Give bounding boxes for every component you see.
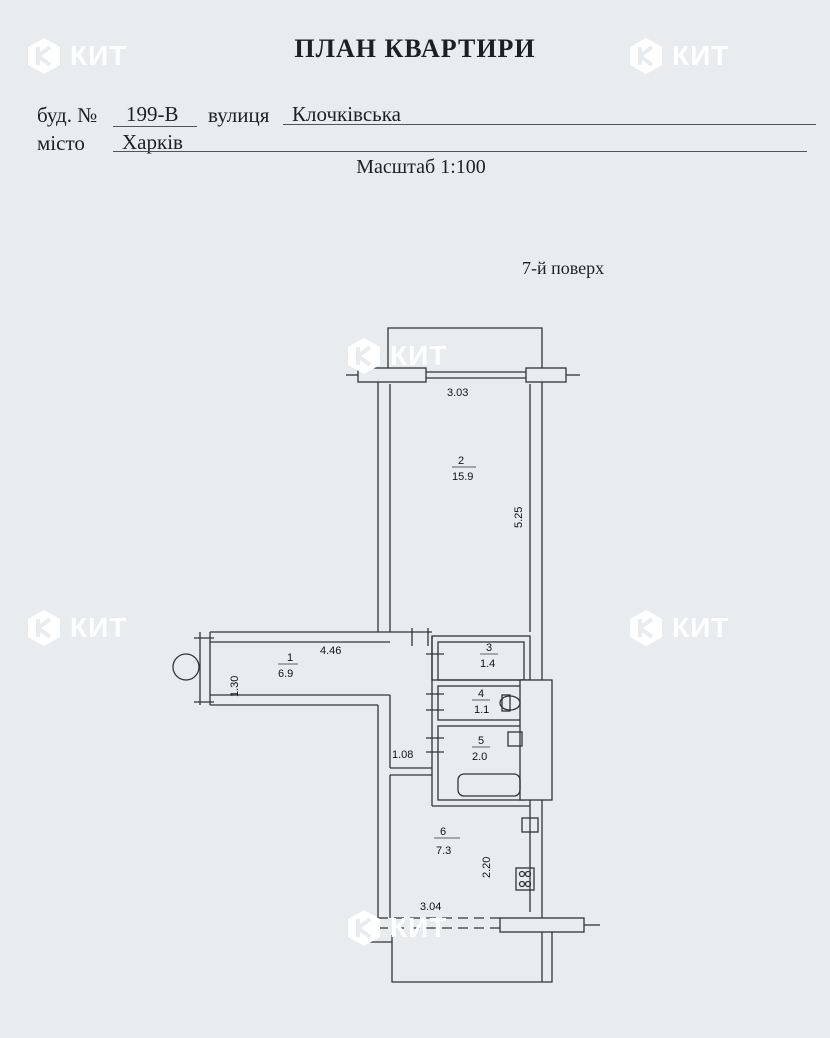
street-underline [283, 124, 816, 125]
kit-logo-icon [28, 38, 60, 74]
svg-text:3: 3 [486, 642, 492, 654]
svg-text:6.9: 6.9 [278, 668, 293, 680]
watermark-text: КИТ [672, 40, 730, 71]
city-underline [113, 151, 807, 152]
kit-logo-icon [348, 910, 380, 946]
watermark-text: КИТ [70, 612, 128, 643]
kit-logo-icon [348, 338, 380, 374]
watermark: КИТ [626, 608, 729, 648]
watermark: КИТ [344, 908, 447, 948]
watermark-text: КИТ [70, 40, 128, 71]
kit-logo-icon [28, 610, 60, 646]
svg-text:2.0: 2.0 [472, 751, 487, 763]
dim-living-length: 5.25 [513, 507, 525, 528]
room-3-label: 3 1.4 [480, 642, 498, 670]
city-label: місто [37, 131, 85, 155]
room-5-label: 5 2.0 [472, 735, 490, 763]
building-value: 199-В [126, 102, 179, 126]
watermark-text: КИТ [672, 612, 730, 643]
watermark-text: КИТ [390, 340, 448, 371]
kit-logo-icon [630, 610, 662, 646]
scale-text: Масштаб 1:100 [356, 156, 486, 178]
kit-logo-icon [630, 38, 662, 74]
street-value: Клочківська [292, 102, 401, 126]
svg-text:1: 1 [287, 652, 293, 664]
svg-text:7.3: 7.3 [436, 845, 451, 857]
dim-corridor-length: 4.46 [320, 645, 341, 657]
watermark: КИТ [344, 336, 447, 376]
room-2-label: 2 15.9 [452, 455, 476, 483]
room-4-label: 4 1.1 [472, 688, 490, 716]
building-underline [113, 126, 197, 127]
svg-text:15.9: 15.9 [452, 471, 473, 483]
dim-width-top: 3.03 [447, 387, 468, 399]
floor-text: 7-й поверх [522, 258, 605, 278]
svg-text:4: 4 [478, 688, 484, 700]
svg-text:1.4: 1.4 [480, 658, 495, 670]
plan-walls [172, 327, 600, 983]
building-label: буд. № [37, 103, 98, 127]
city-value: Харків [122, 130, 183, 154]
watermark-text: КИТ [390, 912, 448, 943]
dim-kitchen-length: 2.20 [481, 857, 493, 878]
svg-text:1.1: 1.1 [474, 704, 489, 716]
watermark: КИТ [626, 36, 729, 76]
dim-kitchen-door: 1.08 [392, 749, 413, 761]
dim-corridor-width: 1.30 [229, 676, 241, 697]
watermark: КИТ [24, 608, 127, 648]
page-title: ПЛАН КВАРТИРИ [294, 34, 536, 63]
room-1-label: 1 6.9 [278, 652, 298, 680]
street-label: вулиця [208, 103, 270, 127]
svg-text:6: 6 [440, 826, 446, 838]
svg-text:2: 2 [458, 455, 464, 467]
room-6-label: 6 7.3 [434, 826, 460, 857]
dim-width-bottom: 3.04 [420, 901, 441, 913]
svg-text:5: 5 [478, 735, 484, 747]
watermark: КИТ [24, 36, 127, 76]
